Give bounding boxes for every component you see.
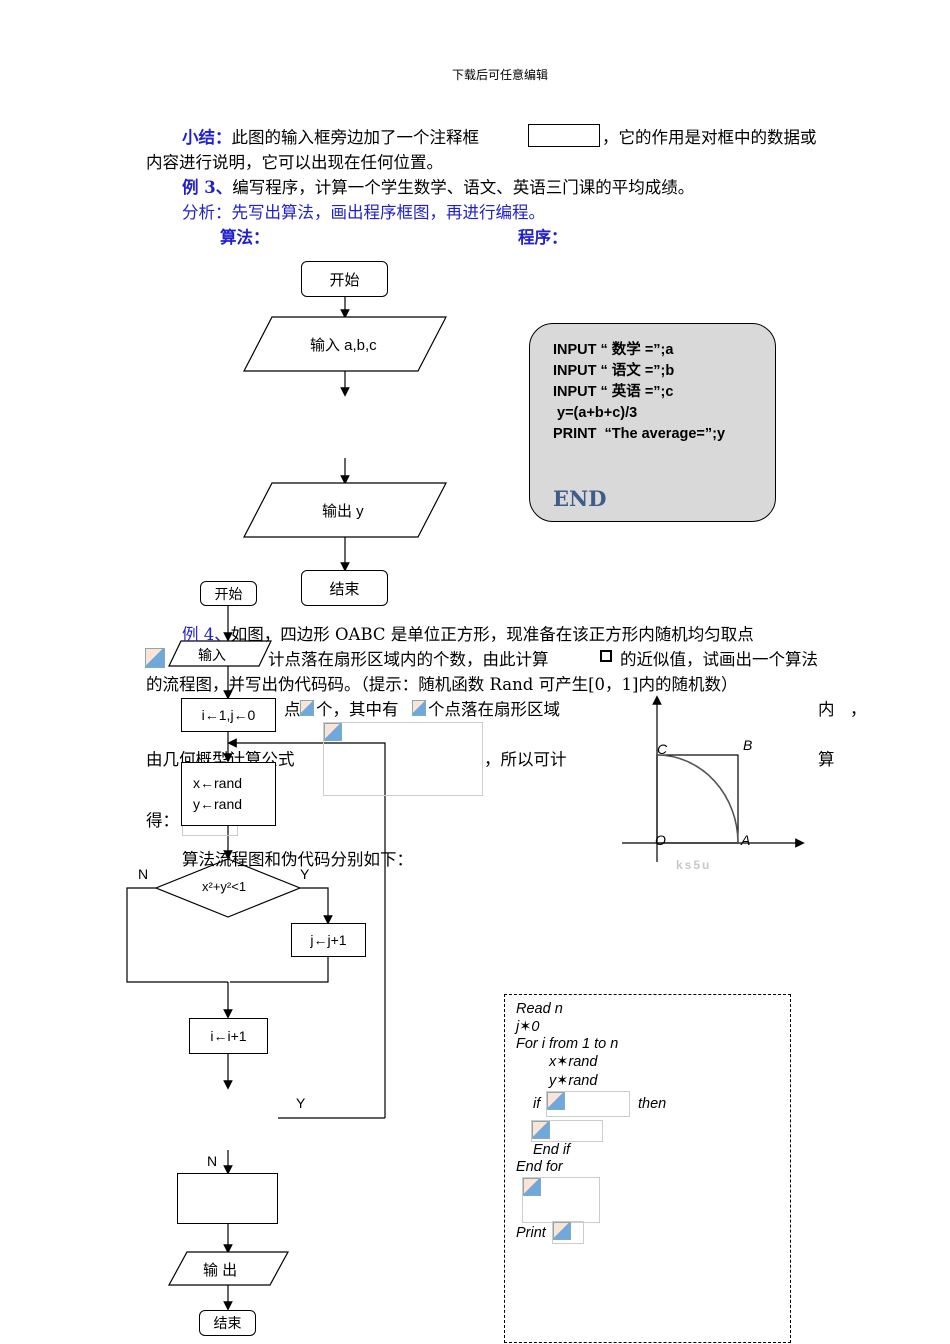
flow1-output: 输出 y xyxy=(322,503,364,520)
summary-text-2: ，它的作用是对框中的数据或 xyxy=(602,128,817,147)
figure-label-o: O xyxy=(655,832,666,848)
pc-pi-image xyxy=(522,1177,600,1223)
pc-x: x✶rand xyxy=(549,1054,598,1070)
pc-if-image xyxy=(546,1091,630,1117)
summary-text-3: 内容进行说明，它可以出现在任何位置。 xyxy=(146,153,443,172)
page-header: 下载后可任意编辑 xyxy=(451,68,548,82)
program-line: INPUT “ 英语 =”;c xyxy=(553,384,674,400)
flow2-end: 结束 xyxy=(199,1310,256,1336)
program-line: INPUT “ 语文 =”;b xyxy=(553,363,675,379)
flow2-no-label: N xyxy=(138,866,149,882)
example4-text5b: ，所以可计 xyxy=(484,750,567,769)
n-image-icon xyxy=(300,700,314,716)
example4-text6: 得： xyxy=(146,811,179,830)
example4-text1: 如图，四边形 OABC 是单位正方形，现准备在该正方形内随机均匀取点 xyxy=(230,625,754,644)
example4-text4e: ， xyxy=(850,700,867,719)
flow2-input: 输入 xyxy=(198,647,226,663)
program-end: END xyxy=(553,486,607,511)
example3-label: 例 3、 xyxy=(182,178,233,197)
pc-for: For i from 1 to n xyxy=(516,1036,619,1052)
example4-label: 例 4、 xyxy=(182,625,231,644)
program-box: INPUT “ 数学 =”;a INPUT “ 语文 =”;b INPUT “ … xyxy=(529,323,776,522)
formula-image-frame xyxy=(323,722,483,796)
figure-label-c: C xyxy=(657,741,668,757)
summary-text-1: 此图的输入框旁边加了一个注释框 xyxy=(231,128,480,147)
pc-inc-image xyxy=(531,1120,603,1142)
flow2-loop-yes: Y xyxy=(296,1095,306,1111)
figure-label-a: A xyxy=(741,832,751,848)
example3-analysis: 分析：先写出算法，画出程序框图，再进行编程。 xyxy=(182,203,545,222)
pc-if-image-icon xyxy=(547,1092,565,1110)
flow2-inc-i: i←i+1 xyxy=(189,1018,268,1054)
figure-watermark: ks5u xyxy=(676,858,712,872)
flow1-start: 开始 xyxy=(301,261,388,297)
example4-text4d: 内 xyxy=(818,700,835,719)
pc-endfor: End for xyxy=(516,1159,563,1175)
example4-text2b: 的近似值，试画出一个算法 xyxy=(620,650,818,669)
summary-line-1: 小结：此图的输入框旁边加了一个注释框 xyxy=(182,125,479,150)
flow1-end: 结束 xyxy=(301,570,388,606)
pc-inc-image-icon xyxy=(532,1121,550,1139)
pc-print-image-icon xyxy=(553,1222,571,1240)
example4-text7: 算法流程图和伪代码分别如下： xyxy=(182,850,413,869)
pc-print-image xyxy=(552,1221,584,1244)
pc-if: if xyxy=(533,1096,541,1112)
pseudocode-box xyxy=(504,994,791,1343)
flow2-rand: x←rand y←rand xyxy=(181,762,276,826)
program-line: y=(a+b+c)/3 xyxy=(553,405,638,421)
flow2-loop-no: N xyxy=(207,1153,218,1169)
flow2-init: i←1,j←0 xyxy=(181,698,276,732)
annotation-box xyxy=(528,124,600,147)
example3-text: 编写程序，计算一个学生数学、语文、英语三门课的平均成绩。 xyxy=(232,178,695,197)
output-parallelogram xyxy=(243,482,447,538)
flow2-inc-j: j←j+1 xyxy=(291,923,366,957)
example4-text2: 计点落在扇形区域内的个数，由此计算 xyxy=(268,650,549,669)
point-image-icon xyxy=(145,648,165,668)
program-line: INPUT “ 数学 =”;a xyxy=(553,342,674,358)
flow2-blank-box xyxy=(177,1173,278,1224)
input2-parallelogram xyxy=(168,640,272,667)
pc-pi-image-icon xyxy=(523,1178,541,1196)
pc-then: then xyxy=(638,1096,667,1112)
example4-text4c: 个点落在扇形区域 xyxy=(428,700,560,719)
algo-label: 算法： xyxy=(220,228,270,247)
flow1-input: 输入 a,b,c xyxy=(310,337,377,354)
pc-read: Read n xyxy=(516,1001,563,1017)
flow2-rand-y: y←rand xyxy=(193,796,243,812)
pc-endif: End if xyxy=(533,1142,571,1158)
flow2-output: 输 出 xyxy=(203,1262,238,1279)
pc-y: y✶rand xyxy=(549,1073,598,1089)
formula-image-icon xyxy=(324,723,342,741)
example4-line1: 例 4、如图，四边形 OABC 是单位正方形，现准备在该正方形内随机均匀取点 xyxy=(182,622,754,647)
input-parallelogram xyxy=(243,316,447,372)
condition-diamond xyxy=(154,858,302,918)
flow2-yes-label: Y xyxy=(300,866,310,882)
output2-parallelogram xyxy=(167,1251,290,1286)
pi-symbol-box xyxy=(600,650,612,662)
flow2-start: 开始 xyxy=(200,581,257,606)
pc-j0: j✶0 xyxy=(516,1019,540,1035)
example3-line: 例 3、编写程序，计算一个学生数学、语文、英语三门课的平均成绩。 xyxy=(182,175,694,200)
example4-text4a: 点 xyxy=(284,700,301,719)
flow2-condition: x²+y²<1 xyxy=(202,879,247,894)
m-image-icon xyxy=(412,700,426,716)
example4-text4b: 个，其中有 xyxy=(316,700,399,719)
program-line: PRINT “The average=”;y xyxy=(553,426,726,442)
example4-text3: 的流程图，并写出伪代码码。（提示：随机函数 Rand 可产生[0，1]内的随机数… xyxy=(146,675,738,694)
example4-text5c: 算 xyxy=(818,750,835,769)
program-lines: INPUT “ 数学 =”;a INPUT “ 语文 =”;b INPUT “ … xyxy=(553,340,725,445)
prog-label: 程序： xyxy=(518,228,568,247)
pc-print: Print xyxy=(516,1225,546,1241)
summary-label: 小结： xyxy=(182,128,232,147)
figure-label-b: B xyxy=(743,737,753,753)
flow2-rand-x: x←rand xyxy=(193,775,243,791)
